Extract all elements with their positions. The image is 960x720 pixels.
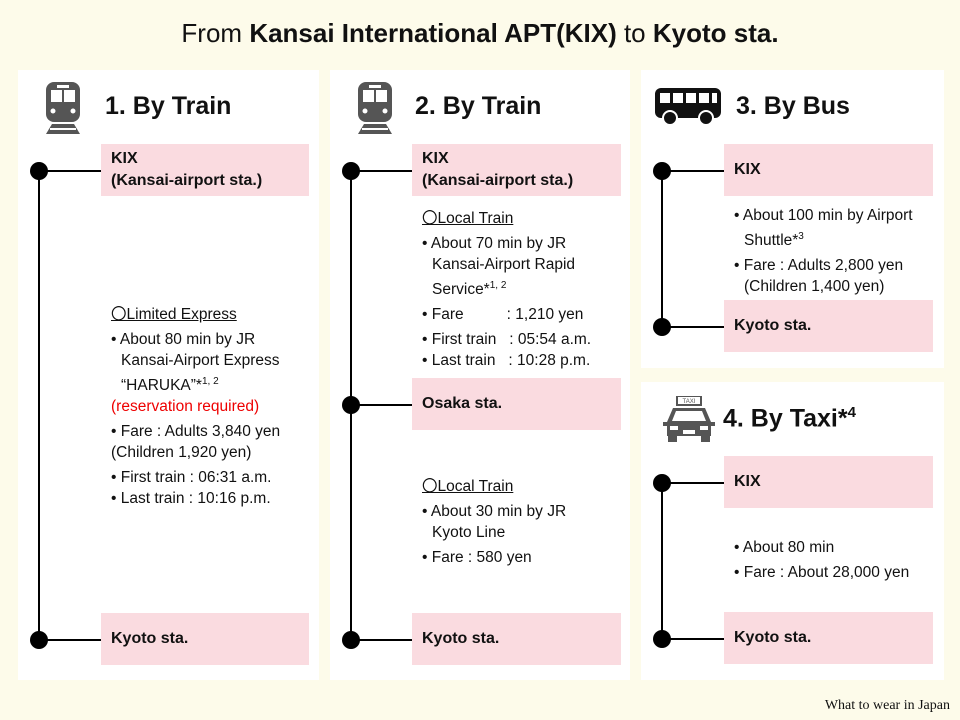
route-line bbox=[661, 170, 663, 326]
stop-osaka: Osaka sta. bbox=[412, 378, 621, 430]
stop-kix: KIX bbox=[724, 144, 933, 196]
connector bbox=[350, 170, 414, 172]
train-icon bbox=[46, 82, 80, 134]
connector bbox=[661, 170, 725, 172]
train-icon bbox=[358, 82, 392, 134]
stop-kix: KIX(Kansai-airport sta.) bbox=[101, 144, 309, 196]
route-line bbox=[661, 482, 663, 638]
route-line bbox=[38, 170, 40, 640]
route-details: • About 80 min• Fare : About 28,000 yen bbox=[734, 539, 910, 581]
connector bbox=[38, 170, 102, 172]
route-panel-4: TAXI 4. By Taxi*4 KIX • About 80 min• Fa… bbox=[641, 382, 944, 680]
route-heading: 3. By Bus bbox=[736, 92, 850, 120]
route-panel-3: 3. By Bus KIX • About 100 min by Airport… bbox=[641, 70, 944, 368]
stop-kix: KIX(Kansai-airport sta.) bbox=[412, 144, 621, 196]
route-heading: 1. By Train bbox=[105, 92, 232, 120]
connector bbox=[661, 638, 725, 640]
stop-kyoto: Kyoto sta. bbox=[724, 612, 933, 664]
connector bbox=[38, 639, 102, 641]
connector bbox=[350, 404, 414, 406]
bus-icon bbox=[655, 88, 721, 126]
connector bbox=[350, 639, 414, 641]
stop-kyoto: Kyoto sta. bbox=[101, 613, 309, 665]
page-title: From Kansai International APT(KIX) to Ky… bbox=[181, 18, 779, 48]
route-panel-2: 2. By Train KIX(Kansai-airport sta.) 〇Lo… bbox=[330, 70, 630, 680]
route-heading: 2. By Train bbox=[415, 92, 542, 120]
stop-kyoto: Kyoto sta. bbox=[724, 300, 933, 352]
route-panel-1: 1. By Train KIX(Kansai-airport sta.) 〇Li… bbox=[18, 70, 319, 680]
route-heading: 4. By Taxi*4 bbox=[723, 404, 856, 433]
stop-kyoto: Kyoto sta. bbox=[412, 613, 621, 665]
brand-logo: What to wear in Japan bbox=[824, 698, 950, 713]
connector bbox=[661, 326, 725, 328]
stop-kix: KIX bbox=[724, 456, 933, 508]
svg-text:TAXI: TAXI bbox=[683, 399, 696, 405]
connector bbox=[661, 482, 725, 484]
taxi-icon: TAXI bbox=[663, 396, 715, 442]
